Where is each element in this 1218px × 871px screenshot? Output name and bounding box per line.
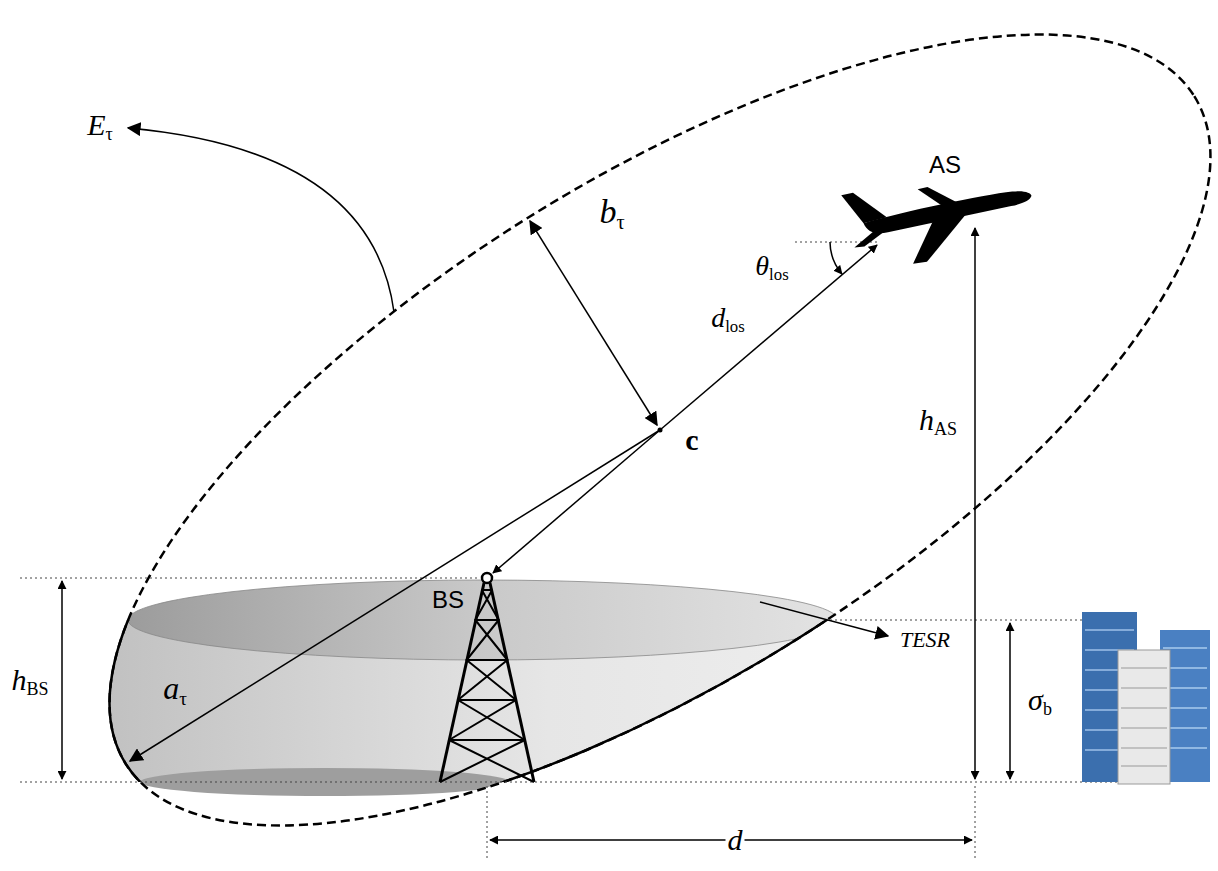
symbol-text: σ <box>1028 683 1043 716</box>
distance-label: d <box>726 824 745 856</box>
station-label: BS <box>430 587 466 613</box>
subscript-text: τ <box>179 688 187 709</box>
buildings-icon <box>1082 612 1210 784</box>
center-point <box>658 428 663 433</box>
subscript-text: BS <box>26 679 48 699</box>
subscript-text: τ <box>616 211 624 233</box>
symbol-text: d <box>711 302 725 333</box>
symbol-text: h <box>919 403 934 436</box>
angle-label: θlos <box>753 251 790 281</box>
ellipse-label: Eτ <box>85 109 115 141</box>
subscript-text: τ <box>106 124 113 144</box>
tesr-outline <box>0 620 1218 782</box>
station-label: AS <box>927 152 963 178</box>
height-label: hAS <box>917 404 959 436</box>
symbol-text: b <box>599 193 616 230</box>
symbol-text: E <box>87 108 105 141</box>
antenna-ring <box>482 573 492 583</box>
subscript-text: b <box>1043 699 1052 719</box>
axis-label: aτ <box>161 671 189 705</box>
subscript-text: los <box>725 317 745 336</box>
axis-label: bτ <box>597 194 626 230</box>
region-label: TESR <box>898 628 952 652</box>
guide-lines <box>20 242 1140 858</box>
symbol-text: θ <box>755 250 769 281</box>
dimension-arrows <box>62 228 1010 840</box>
height-label: σb <box>1026 684 1054 716</box>
height-label: hBS <box>9 664 50 696</box>
symbol-text: h <box>11 663 26 696</box>
distance-label: dlos <box>709 303 747 333</box>
subscript-text: AS <box>934 419 957 439</box>
subscript-text: los <box>769 265 789 284</box>
center-label: c <box>683 424 700 456</box>
symbol-text: a <box>163 670 179 706</box>
